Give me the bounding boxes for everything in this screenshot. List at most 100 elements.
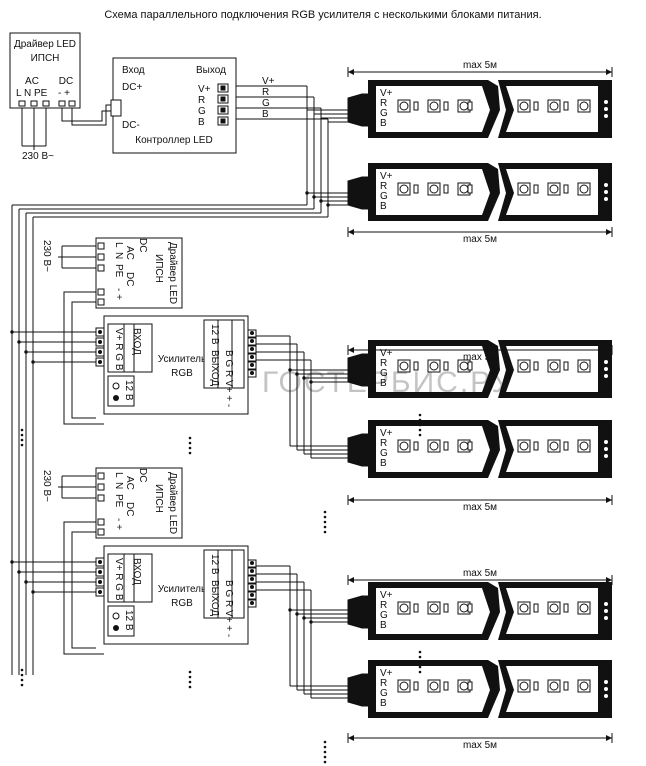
led-lens bbox=[399, 681, 409, 691]
strip-pin-label: G bbox=[380, 108, 388, 119]
arrow bbox=[606, 347, 612, 353]
led-lens bbox=[549, 361, 559, 371]
resistor bbox=[443, 681, 449, 691]
junction-dot bbox=[31, 590, 35, 594]
pin-label: - + bbox=[113, 518, 124, 530]
output-panel bbox=[203, 549, 245, 619]
continuation-dot bbox=[418, 655, 422, 659]
driver-subname: ИПСН bbox=[153, 254, 164, 283]
resistor bbox=[413, 361, 419, 371]
arrow bbox=[606, 69, 612, 75]
screw bbox=[250, 569, 254, 573]
led-lens bbox=[399, 441, 409, 451]
controller-input-terminal bbox=[110, 99, 122, 117]
amplifier-name2: RGB bbox=[171, 368, 193, 379]
input-text: V+ R G B bbox=[113, 328, 124, 371]
arrow bbox=[348, 735, 354, 741]
strip-pin-label: B bbox=[380, 698, 387, 709]
resistor bbox=[533, 361, 539, 371]
dc-label: DC bbox=[124, 272, 135, 286]
resistor bbox=[533, 441, 539, 451]
pin-label: PE bbox=[113, 494, 124, 508]
led-lens bbox=[429, 441, 439, 451]
amplifier-name: Усилитель bbox=[158, 584, 206, 595]
input-text: V+ R G B bbox=[113, 558, 124, 601]
strip-end-dot bbox=[604, 374, 608, 378]
pin-label: N bbox=[113, 252, 124, 259]
voltage-label: 12 В bbox=[209, 554, 220, 575]
strip-pin-label: V+ bbox=[380, 590, 393, 601]
strip-connector bbox=[347, 433, 371, 467]
resistor bbox=[443, 101, 449, 111]
strip-pin-label: V+ bbox=[380, 428, 393, 439]
jack-text: 12 В bbox=[123, 380, 134, 401]
continuation-dot bbox=[418, 650, 422, 654]
strip-pin-label: B bbox=[380, 118, 387, 129]
pin-label: PE bbox=[113, 264, 124, 278]
resistor bbox=[413, 681, 419, 691]
screw bbox=[250, 355, 254, 359]
driver-dc-label: DC bbox=[137, 238, 148, 252]
input-label: ВХОД bbox=[131, 328, 142, 355]
resistor bbox=[443, 184, 449, 194]
output-title: ВЫХОД bbox=[209, 580, 220, 616]
terminal bbox=[97, 494, 105, 502]
resistor bbox=[533, 681, 539, 691]
resistor bbox=[563, 361, 569, 371]
strip-pin-label: B bbox=[380, 201, 387, 212]
led-lens bbox=[519, 101, 529, 111]
output-label: ВЫХОД bbox=[209, 580, 220, 616]
led-lens bbox=[429, 184, 439, 194]
controller-name: Контроллер LED bbox=[135, 135, 212, 146]
strip-pin-label: B bbox=[380, 620, 387, 631]
strip-connector bbox=[347, 93, 371, 127]
arrow bbox=[348, 497, 354, 503]
terminal-screw bbox=[220, 96, 226, 102]
continuation-dot bbox=[418, 428, 422, 432]
continuation-dot bbox=[188, 446, 192, 450]
driver-name: Драйвер LED bbox=[14, 39, 76, 50]
bus-signal-label: R bbox=[262, 87, 269, 98]
led-lens bbox=[399, 361, 409, 371]
screw bbox=[250, 601, 254, 605]
screw bbox=[98, 580, 102, 584]
continuation-dot bbox=[188, 670, 192, 674]
screw bbox=[250, 593, 254, 597]
continuation-dot bbox=[20, 668, 24, 672]
strip-end-dot bbox=[604, 367, 608, 371]
resistor bbox=[563, 184, 569, 194]
arrow bbox=[606, 497, 612, 503]
strip-connector bbox=[347, 595, 371, 629]
screw bbox=[98, 340, 102, 344]
continuation-dot bbox=[418, 418, 422, 422]
output-text: 12 В bbox=[209, 554, 220, 575]
mains: 230 В~ bbox=[41, 470, 52, 502]
controller-input: Вход bbox=[122, 65, 145, 76]
resistor bbox=[413, 441, 419, 451]
continuation-dot bbox=[188, 436, 192, 440]
led-lens bbox=[549, 101, 559, 111]
driver-box bbox=[9, 32, 81, 109]
input-label: ВХОД bbox=[131, 558, 142, 585]
amplifier-name: Усилитель bbox=[158, 354, 206, 365]
bus-signal-label: V+ bbox=[262, 76, 275, 87]
terminal bbox=[97, 298, 105, 306]
ac-label: AC bbox=[124, 476, 135, 490]
continuation-dot bbox=[20, 433, 24, 437]
output-title: ВЫХОД bbox=[209, 350, 220, 386]
led-lens bbox=[579, 441, 589, 451]
led-lens bbox=[579, 184, 589, 194]
driver-box bbox=[95, 467, 183, 539]
dc-label: DC bbox=[124, 502, 135, 516]
controller-dc-minus: DC- bbox=[122, 120, 140, 131]
pin-label: L bbox=[113, 472, 124, 478]
arrow bbox=[606, 229, 612, 235]
